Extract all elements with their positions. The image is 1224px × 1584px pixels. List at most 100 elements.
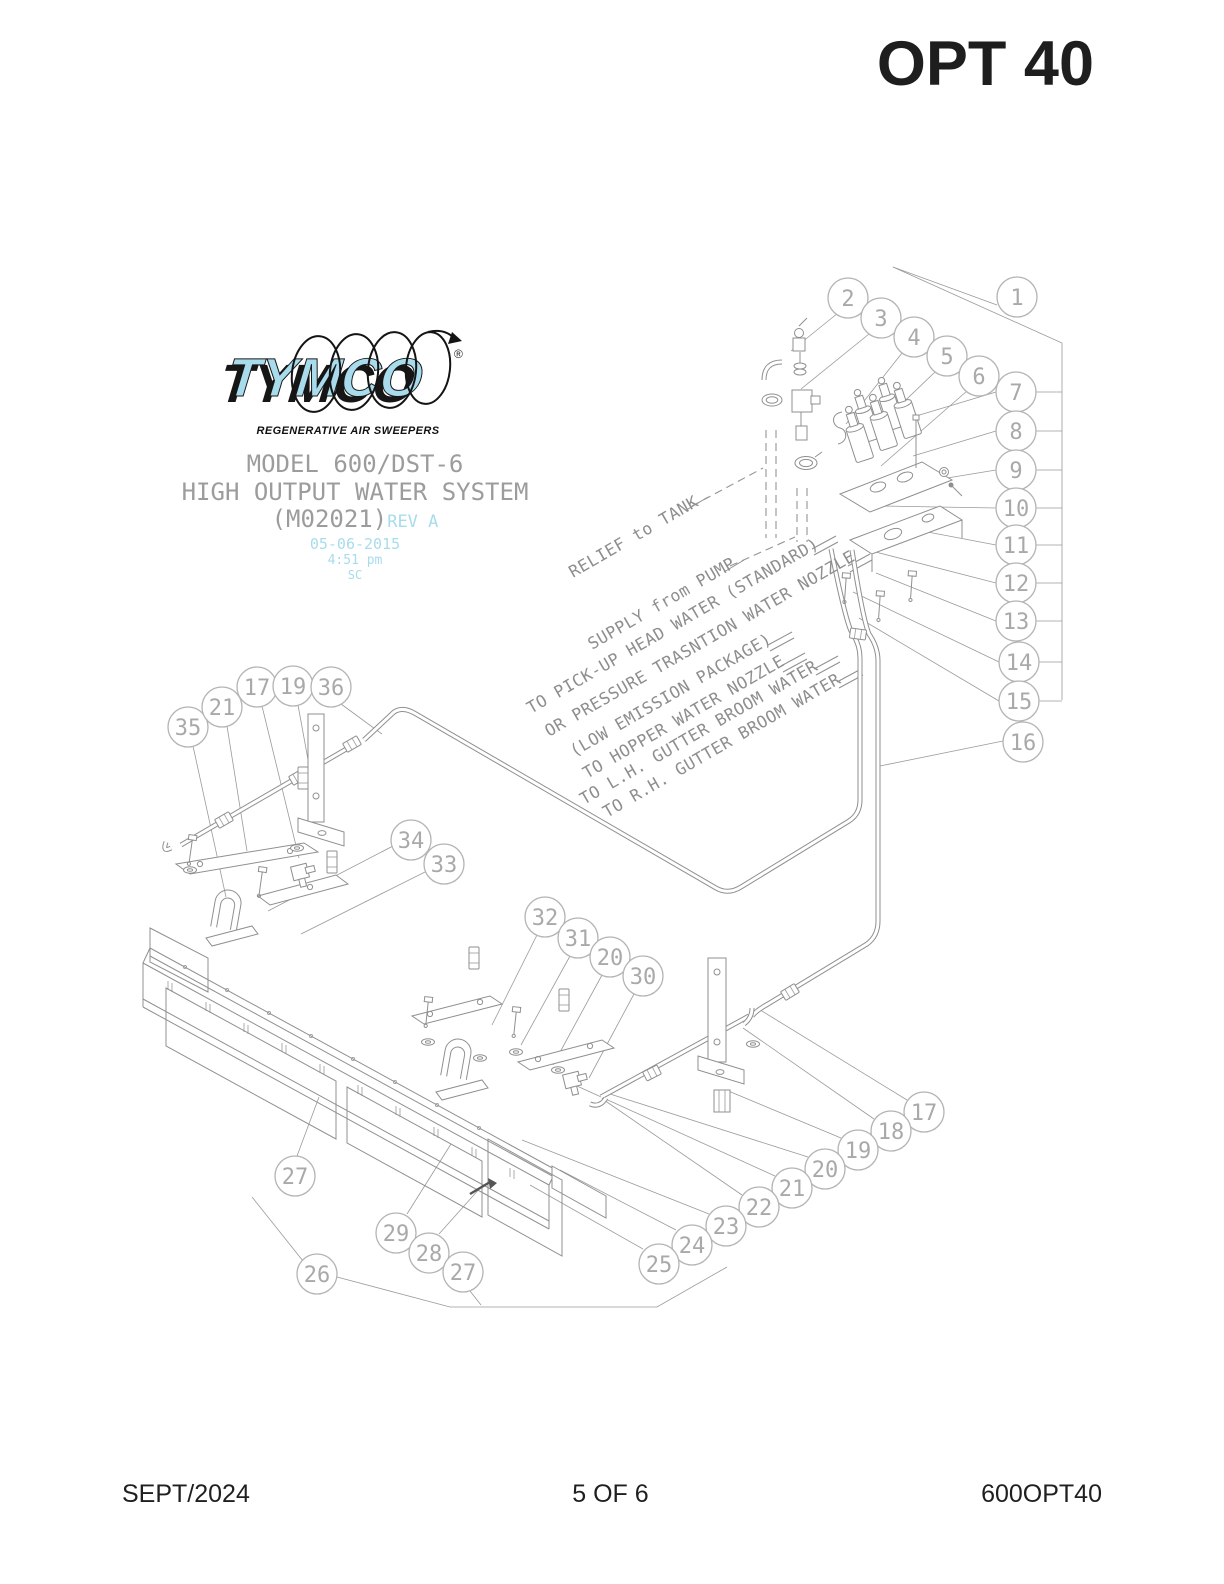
svg-text:29: 29	[383, 1222, 410, 1247]
page-title: OPT 40	[876, 29, 1094, 99]
callout-25: 25	[638, 1243, 680, 1285]
callout-34: 34	[390, 819, 432, 861]
svg-text:10: 10	[1003, 497, 1030, 522]
washer	[183, 866, 197, 874]
callout-5: 5	[926, 335, 968, 377]
callout-32: 32	[524, 896, 566, 938]
tee-fitting	[791, 389, 813, 413]
callout-19: 19	[837, 1129, 879, 1171]
bolt	[509, 1006, 522, 1039]
footer-page-number: 5 OF 6	[572, 1480, 649, 1508]
svg-text:15: 15	[1006, 690, 1033, 715]
logo-spiral-icon	[290, 329, 462, 413]
callout-8: 8	[995, 410, 1037, 452]
screw	[469, 1180, 491, 1196]
callout-31: 31	[557, 917, 599, 959]
svg-text:12: 12	[1003, 572, 1030, 597]
svg-text:28: 28	[416, 1242, 443, 1267]
hose-clamp	[794, 456, 818, 470]
left-mounting-assembly	[162, 713, 350, 947]
svg-text:17: 17	[911, 1101, 938, 1126]
hex-standoff	[297, 766, 309, 790]
svg-text:34: 34	[398, 829, 425, 854]
model-line: MODEL 600/DST-6	[246, 450, 464, 478]
skirt-panel	[487, 1138, 563, 1257]
channel-end-bracket	[551, 1165, 607, 1219]
svg-text:30: 30	[630, 965, 657, 990]
clamp-saddle	[205, 925, 259, 947]
leader-lines	[192, 266, 1063, 1308]
svg-text:22: 22	[746, 1196, 773, 1221]
mount-plate	[516, 1039, 616, 1071]
back-panel	[149, 927, 209, 993]
callout-7: 7	[995, 371, 1037, 413]
svg-text:13: 13	[1003, 610, 1030, 635]
center-mounting-assembly	[410, 946, 760, 1196]
svg-text:32: 32	[532, 906, 559, 931]
logo-brand-text: TYMCO	[224, 348, 425, 408]
logo-tagline: REGENERATIVE AIR SWEEPERS	[256, 425, 440, 437]
svg-text:7: 7	[1009, 381, 1022, 406]
washer	[551, 1066, 565, 1074]
callout-21: 21	[201, 686, 243, 728]
drawing-date: 05-06-2015	[309, 535, 401, 553]
callout-1: 1	[996, 276, 1038, 318]
callout-10: 10	[995, 487, 1037, 529]
tymco-logo-art: TYMCO TYMCO ®	[217, 329, 463, 414]
svg-text:9: 9	[1009, 459, 1022, 484]
washer	[509, 1048, 523, 1056]
washer	[421, 1038, 435, 1046]
washer	[290, 844, 304, 852]
svg-text:31: 31	[565, 927, 592, 952]
valve-body	[844, 405, 874, 463]
system-line: HIGH OUTPUT WATER SYSTEM	[181, 478, 529, 506]
callout-14: 14	[998, 641, 1040, 683]
callout-17: 17	[903, 1091, 945, 1133]
water-hoses	[179, 430, 881, 1100]
screw	[948, 482, 954, 488]
svg-text:6: 6	[972, 365, 985, 390]
callout-35: 35	[167, 706, 209, 748]
svg-text:19: 19	[845, 1139, 872, 1164]
hex-standoff	[468, 946, 480, 970]
callout-17: 17	[236, 666, 278, 708]
bolt	[254, 866, 268, 899]
bolt	[905, 570, 917, 603]
svg-text:2: 2	[841, 287, 854, 312]
drafter-initials: SC	[347, 568, 363, 582]
spray-bar-channel	[142, 927, 607, 1257]
skirt-panel	[165, 987, 337, 1140]
strainer-valve	[794, 328, 804, 338]
callout-13: 13	[995, 600, 1037, 642]
hex-nut	[939, 467, 949, 477]
svg-text:35: 35	[175, 716, 202, 741]
callout-20: 20	[804, 1148, 846, 1190]
svg-text:17: 17	[244, 676, 271, 701]
svg-text:20: 20	[597, 946, 624, 971]
hose-coupling	[848, 627, 868, 641]
callout-23: 23	[705, 1205, 747, 1247]
callout-28: 28	[408, 1232, 450, 1274]
hose-clamp	[761, 393, 783, 407]
tymco-logo: TYMCO TYMCO ®	[217, 326, 474, 446]
callout-30: 30	[622, 955, 664, 997]
callout-27: 27	[442, 1251, 484, 1293]
callout-9: 9	[995, 449, 1037, 491]
callout-24: 24	[671, 1224, 713, 1266]
callout-6: 6	[958, 355, 1000, 397]
valve-manifold-assembly	[761, 317, 964, 623]
svg-text:27: 27	[450, 1261, 477, 1286]
svg-text:19: 19	[280, 675, 307, 700]
callout-33: 33	[423, 843, 465, 885]
u-bolt	[440, 1036, 474, 1081]
callout-18: 18	[870, 1110, 912, 1152]
hose-destination-label: RELIEF to TANK	[566, 492, 702, 581]
svg-text:1: 1	[1010, 286, 1023, 311]
hex-standoff	[558, 988, 570, 1012]
svg-text:33: 33	[431, 853, 458, 878]
manifold-base-plate	[838, 461, 954, 513]
nut-block	[713, 1089, 731, 1113]
logo-shadow-text: TYMCO	[224, 354, 418, 414]
